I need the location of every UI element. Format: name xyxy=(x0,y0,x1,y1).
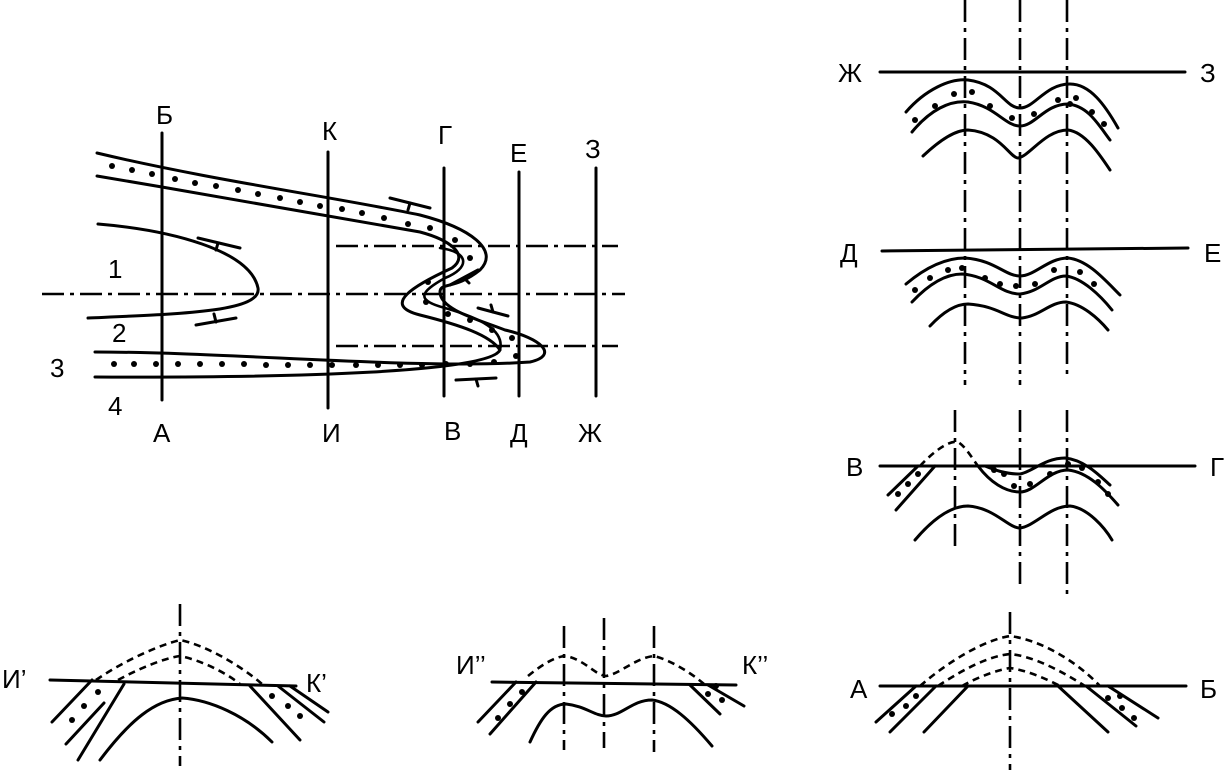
label-g: Г xyxy=(438,120,452,150)
label-zh: Ж xyxy=(578,418,602,448)
layer-label-2: 2 xyxy=(112,318,126,348)
label-i1-left: И’ xyxy=(2,664,26,694)
label-zh-left: Ж xyxy=(838,58,862,88)
label-k2-right: К’’ xyxy=(742,650,768,680)
plan-view-map: Б А К И Г В Е Д З Ж 1 2 3 4 xyxy=(42,100,625,448)
label-b: Б xyxy=(156,100,173,130)
label-k: К xyxy=(322,116,337,146)
label-d-left: Д xyxy=(840,238,858,268)
bed-dot-pattern xyxy=(109,163,519,368)
section-i1-k1: И’ К’ xyxy=(2,604,330,766)
layer-label-4: 4 xyxy=(108,391,122,421)
section-zh-z: Ж З xyxy=(838,0,1216,385)
label-k1-right: К’ xyxy=(306,668,327,698)
section-i2-k2: И’’ К’’ xyxy=(456,618,768,752)
sandstone-bed-lower-edge xyxy=(93,174,502,379)
label-i: И xyxy=(322,418,341,448)
label-v-left: В xyxy=(846,452,863,482)
label-z: З xyxy=(585,134,601,164)
label-v: В xyxy=(444,416,461,446)
label-e: Е xyxy=(510,138,527,168)
inner-layer-contact xyxy=(423,246,502,352)
label-b-right: Б xyxy=(1200,674,1217,704)
section-a-b: А Б xyxy=(850,612,1217,770)
section-d-e: Д Е xyxy=(840,238,1221,332)
label-a-left: А xyxy=(850,674,868,704)
layer-label-1: 1 xyxy=(108,254,122,284)
label-e-right: Е xyxy=(1204,238,1221,268)
section-v-g: В Г xyxy=(846,410,1224,595)
label-d: Д xyxy=(510,418,528,448)
label-i2-left: И’’ xyxy=(456,650,486,680)
dip-strike-symbols xyxy=(194,196,510,388)
label-a: А xyxy=(153,418,171,448)
layer-label-3: 3 xyxy=(50,353,64,383)
label-z-right: З xyxy=(1200,58,1216,88)
layer-1-2-contact xyxy=(86,222,260,320)
label-g-right: Г xyxy=(1210,452,1224,482)
